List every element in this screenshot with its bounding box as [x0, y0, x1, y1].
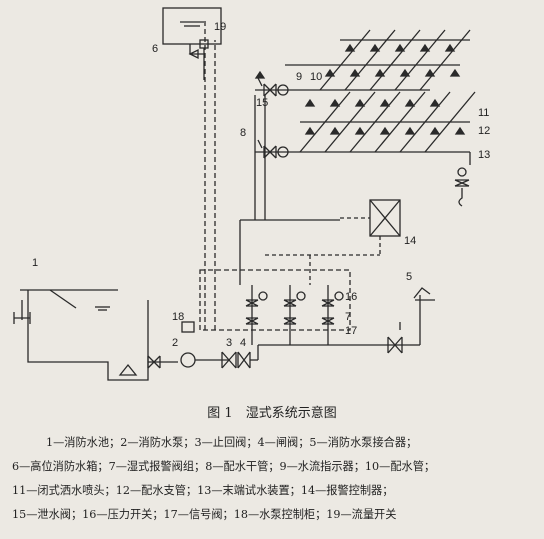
- fire-pump: [180, 352, 196, 368]
- legend-line: 6—高位消防水箱；7—湿式报警阀组；8—配水干管；9—水流指示器；10—配水管；: [12, 460, 436, 473]
- callout-14: 14: [404, 235, 417, 247]
- end-test-device: [457, 167, 467, 177]
- legend-line: 1—消防水池；2—消防水泵；3—止回阀；4—闸阀；5—消防水泵接合器；: [46, 436, 418, 449]
- branch-pipes: [299, 29, 476, 153]
- figure-caption: 图 1 湿式系统示意图: [207, 406, 337, 421]
- callout-18: 18: [172, 311, 185, 323]
- callout-1: 1: [32, 257, 39, 269]
- callout-4: 4: [240, 337, 247, 349]
- callout-7: 7: [345, 311, 352, 323]
- callout-5: 5: [406, 271, 413, 283]
- callout-16: 16: [345, 291, 358, 303]
- alarm-valve-groups: [245, 285, 344, 345]
- callout-15: 15: [256, 97, 269, 109]
- pump-control-cabinet: [181, 321, 195, 333]
- pump-connector: [413, 287, 431, 299]
- wet-system-diagram: [13, 7, 476, 381]
- callout-10: 10: [310, 71, 323, 83]
- legend-line: 15—泄水阀；16—压力开关；17—信号阀；18—水泵控制柜；19—流量开关: [12, 508, 397, 521]
- legend-line: 11—闭式洒水喷头；12—配水支管；13—末端试水装置；14—报警控制器；: [12, 484, 394, 497]
- callout-6: 6: [152, 43, 159, 55]
- callout-19: 19: [214, 21, 227, 33]
- sprinkler-heads: [254, 43, 466, 135]
- callout-12: 12: [478, 125, 491, 137]
- callout-11: 11: [478, 107, 490, 119]
- callout-2: 2: [172, 337, 179, 349]
- callout-9: 9: [296, 71, 303, 83]
- callout-8: 8: [240, 127, 247, 139]
- callout-3: 3: [226, 337, 233, 349]
- callout-13: 13: [478, 149, 491, 161]
- callout-17: 17: [345, 325, 358, 337]
- high-level-tank: [162, 7, 222, 45]
